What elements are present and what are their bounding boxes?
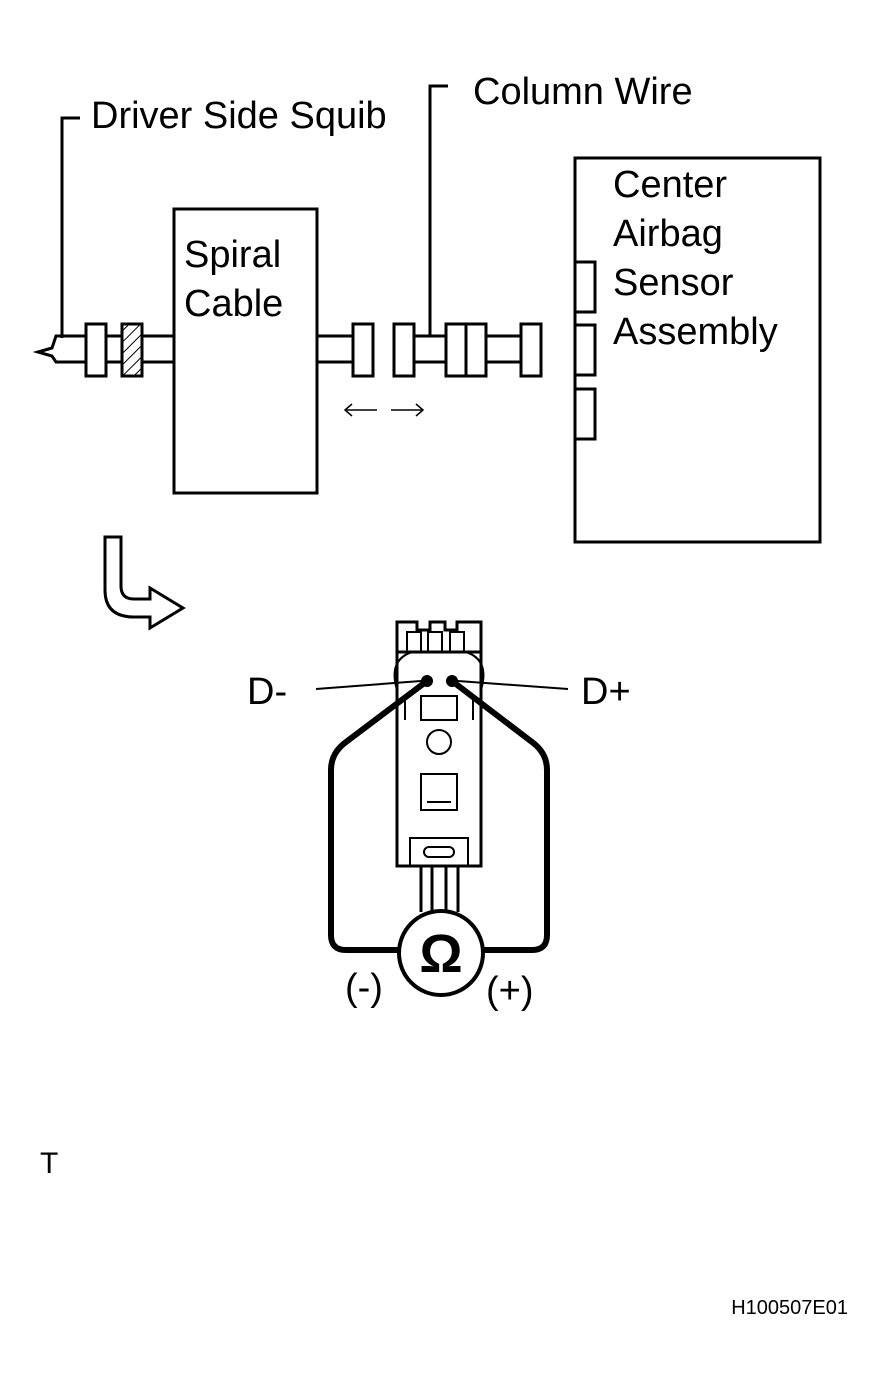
sensor-connector-3	[573, 387, 597, 441]
label-column-wire: Column Wire	[473, 71, 693, 113]
label-d-plus: D+	[581, 671, 631, 713]
ohmmeter-icon	[397, 909, 485, 997]
figure-code: H100507E01	[731, 1297, 848, 1319]
d-plus-leader	[457, 680, 569, 690]
label-sensor-line-2: Airbag	[613, 213, 723, 255]
d-minus-leader	[315, 680, 422, 690]
squib-connector	[84, 322, 108, 378]
column-wire-leader-line	[428, 84, 448, 336]
column-wire-connector-right	[519, 322, 543, 378]
label-d-minus: D-	[247, 671, 287, 713]
probe-wire-negative	[328, 678, 429, 953]
label-probe-positive: (+)	[486, 970, 534, 1012]
probe-wire-positive	[450, 678, 550, 953]
squib-leader-line	[60, 116, 80, 338]
label-spiral: Spiral	[184, 234, 281, 276]
squib-connector-hatched	[120, 322, 144, 378]
label-cable: Cable	[184, 283, 283, 325]
sensor-connector-2	[573, 323, 597, 377]
connector-front-view	[393, 620, 485, 912]
label-sensor-line-4: Assembly	[613, 311, 778, 353]
spiral-cable-connector	[351, 322, 375, 378]
disconnect-arrows	[343, 403, 425, 417]
label-sensor-line-1: Center	[613, 164, 727, 206]
label-probe-negative: (-)	[345, 967, 383, 1009]
view-arrow-icon	[103, 535, 186, 631]
label-sensor-line-3: Sensor	[613, 262, 734, 304]
spiral-cable-box	[172, 207, 319, 495]
corner-mark: T	[40, 1147, 58, 1180]
squib-plug	[32, 334, 86, 364]
column-wire-connector-left	[392, 322, 416, 378]
label-driver-side-squib: Driver Side Squib	[91, 95, 387, 137]
ohm-symbol: Ω	[419, 924, 462, 984]
sensor-connector-1	[573, 260, 597, 314]
